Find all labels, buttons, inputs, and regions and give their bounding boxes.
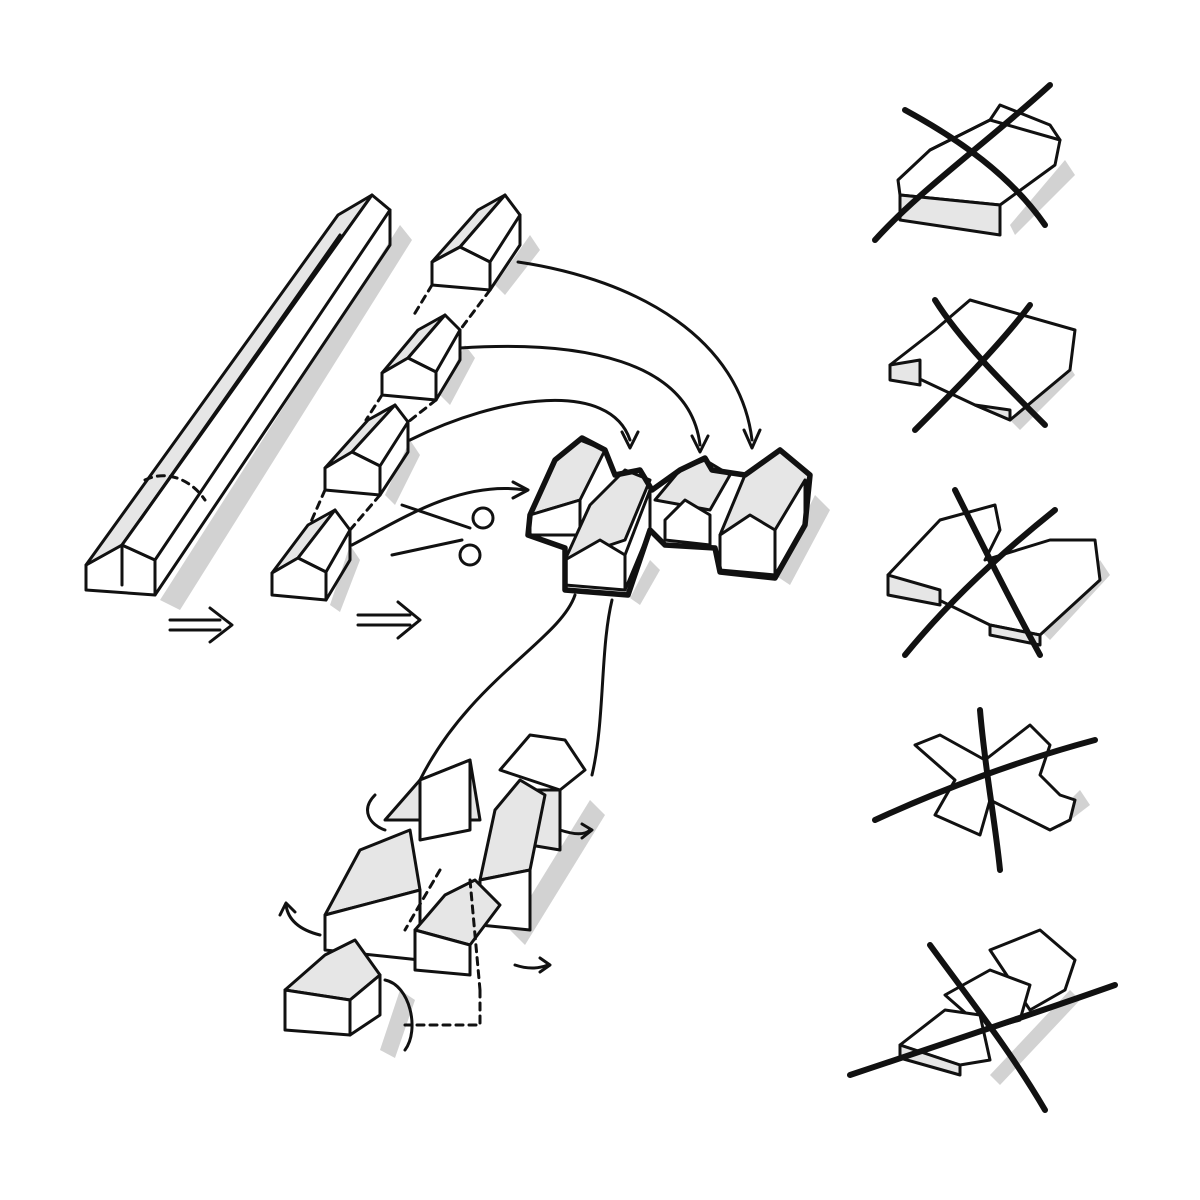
rejected-variant-3: [886, 487, 1110, 658]
village-cluster: [278, 733, 605, 1058]
rejected-variant-2: [888, 297, 1077, 433]
double-arrow-icon: [168, 606, 234, 644]
segment-block-2: [380, 313, 475, 405]
segment-block-4: [270, 508, 360, 612]
segment-block-1: [430, 193, 540, 295]
rejected-variant-5: [847, 928, 1118, 1113]
rejected-variant-1: [872, 82, 1075, 243]
segmented-bar: [270, 193, 540, 612]
rejected-variant-4: [872, 707, 1098, 873]
double-arrow-icon-2: [356, 600, 422, 640]
relocation-arrows: [350, 260, 762, 547]
reassembled-cluster: [525, 435, 830, 605]
scissors-icon: [390, 503, 495, 567]
long-bar-building: [84, 193, 412, 610]
segment-block-3: [323, 403, 420, 505]
connecting-path: [418, 593, 614, 782]
